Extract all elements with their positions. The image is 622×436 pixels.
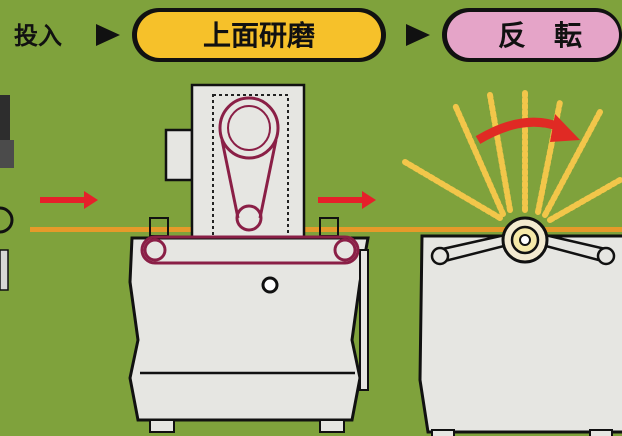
flip-unit [402,89,622,436]
grinding-machine [128,83,370,433]
step-flip [447,12,619,58]
step-flip-label: 反 転 [498,19,582,52]
left-previous-machine [0,95,14,291]
process-flow-bar: 投入 上面研磨 反 転 [14,8,622,62]
machine-conveyor-belt [140,235,360,265]
flip-burst-rays [402,89,622,223]
step-top-grinding-label: 上面研磨 [203,19,315,52]
grinding-belt [218,96,280,232]
input-label: 投入 [14,22,62,50]
conveyor-line [30,227,622,232]
rotation-arrow [475,117,564,144]
machine-indicator-dot [261,276,279,294]
flow-arrow-2 [318,191,376,209]
flow-arrow-1 [40,191,98,209]
triangle-right-icon [96,24,120,46]
triangle-right-icon [406,24,430,46]
step-top-grinding [137,12,381,58]
